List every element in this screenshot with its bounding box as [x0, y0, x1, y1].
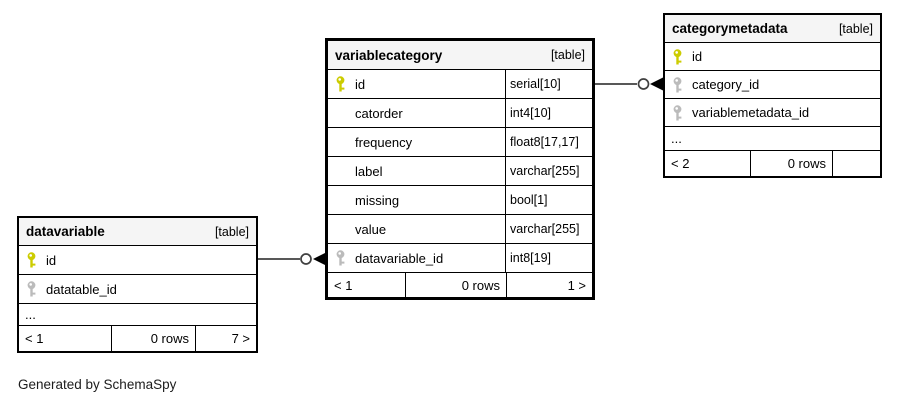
pager-next[interactable]: 1 > — [506, 273, 592, 297]
column-name: frequency — [355, 134, 413, 150]
column-row-category-id: category_id — [665, 71, 880, 99]
column-row-missing: missing bool[1] — [328, 186, 592, 215]
column-name: id — [355, 76, 366, 92]
hidden-columns-ellipsis: ... — [665, 127, 880, 151]
no-key-spacer — [335, 163, 346, 179]
column-name: value — [355, 221, 387, 237]
column-row-catorder: catorder int4[10] — [328, 99, 592, 128]
pager-prev[interactable]: < 2 — [671, 156, 690, 171]
primary-key-icon — [335, 76, 346, 92]
column-row-id: id — [665, 43, 880, 71]
column-row-datavariable-id: datavariable_id int8[19] — [328, 244, 592, 273]
column-row-datatable-id: datatable_id — [19, 275, 256, 304]
column-type: varchar[255] — [505, 215, 592, 243]
table-pager: < 1 0 rows 1 > — [328, 273, 592, 297]
column-name: variablemetadata_id — [692, 105, 810, 120]
table-header[interactable]: datavariable [table] — [19, 218, 256, 246]
foreign-key-icon — [672, 104, 683, 121]
table-variablecategory: variablecategory [table] id serial[10] c… — [325, 38, 595, 300]
row-count: 0 rows — [405, 273, 506, 297]
hidden-columns-ellipsis: ... — [19, 304, 256, 326]
primary-key-icon — [672, 48, 683, 65]
generator-credit: Generated by SchemaSpy — [18, 377, 177, 392]
connector-variablecategory-to-categorymetadata — [594, 77, 663, 91]
column-type: serial[10] — [505, 70, 592, 98]
column-type: float8[17,17] — [505, 128, 592, 156]
row-count: 0 rows — [111, 326, 195, 351]
column-name: id — [46, 252, 57, 268]
column-type: varchar[255] — [505, 157, 592, 185]
no-key-spacer — [335, 192, 346, 208]
column-row-id: id — [19, 246, 256, 275]
column-row-id: id serial[10] — [328, 70, 592, 99]
column-row-label: label varchar[255] — [328, 157, 592, 186]
column-name: datatable_id — [46, 281, 117, 297]
column-name: datavariable_id — [355, 250, 444, 266]
table-type-label: [table] — [550, 48, 585, 62]
table-pager: < 2 0 rows — [665, 151, 880, 176]
column-row-frequency: frequency float8[17,17] — [328, 128, 592, 157]
row-count: 0 rows — [750, 151, 832, 176]
column-name: id — [692, 49, 703, 64]
column-row-value: value varchar[255] — [328, 215, 592, 244]
zero-circle-icon — [300, 253, 312, 265]
table-header[interactable]: variablecategory [table] — [328, 41, 592, 70]
no-key-spacer — [335, 221, 346, 237]
no-key-spacer — [335, 105, 346, 121]
table-title[interactable]: variablecategory — [335, 47, 443, 63]
connector-datavariable-to-variablecategory — [258, 252, 326, 266]
column-name: category_id — [692, 77, 760, 92]
foreign-key-icon — [335, 250, 346, 266]
table-datavariable: datavariable [table] id datatable_id ...… — [17, 216, 258, 353]
table-type-label: [table] — [214, 224, 249, 239]
crowsfoot-arrow-icon — [650, 77, 663, 91]
table-header[interactable]: categorymetadata [table] — [665, 15, 880, 43]
pager-prev[interactable]: < 1 — [25, 331, 44, 346]
column-type: int4[10] — [505, 99, 592, 127]
column-row-variablemetadata-id: variablemetadata_id — [665, 99, 880, 127]
column-name: label — [355, 163, 383, 179]
column-name: catorder — [355, 105, 403, 121]
pager-next[interactable]: 7 > — [195, 326, 256, 351]
foreign-key-icon — [672, 76, 683, 93]
table-categorymetadata: categorymetadata [table] id category_id — [663, 13, 882, 178]
table-pager: < 1 0 rows 7 > — [19, 326, 256, 351]
column-name: missing — [355, 192, 400, 208]
table-title[interactable]: datavariable — [26, 224, 105, 239]
column-type: int8[19] — [505, 244, 592, 272]
pager-next — [832, 151, 880, 176]
column-type: bool[1] — [505, 186, 592, 214]
table-title[interactable]: categorymetadata — [672, 21, 788, 36]
primary-key-icon — [26, 252, 37, 268]
no-key-spacer — [335, 134, 346, 150]
zero-circle-icon — [637, 78, 650, 90]
foreign-key-icon — [26, 281, 37, 297]
table-type-label: [table] — [838, 21, 873, 36]
pager-prev[interactable]: < 1 — [334, 277, 353, 293]
